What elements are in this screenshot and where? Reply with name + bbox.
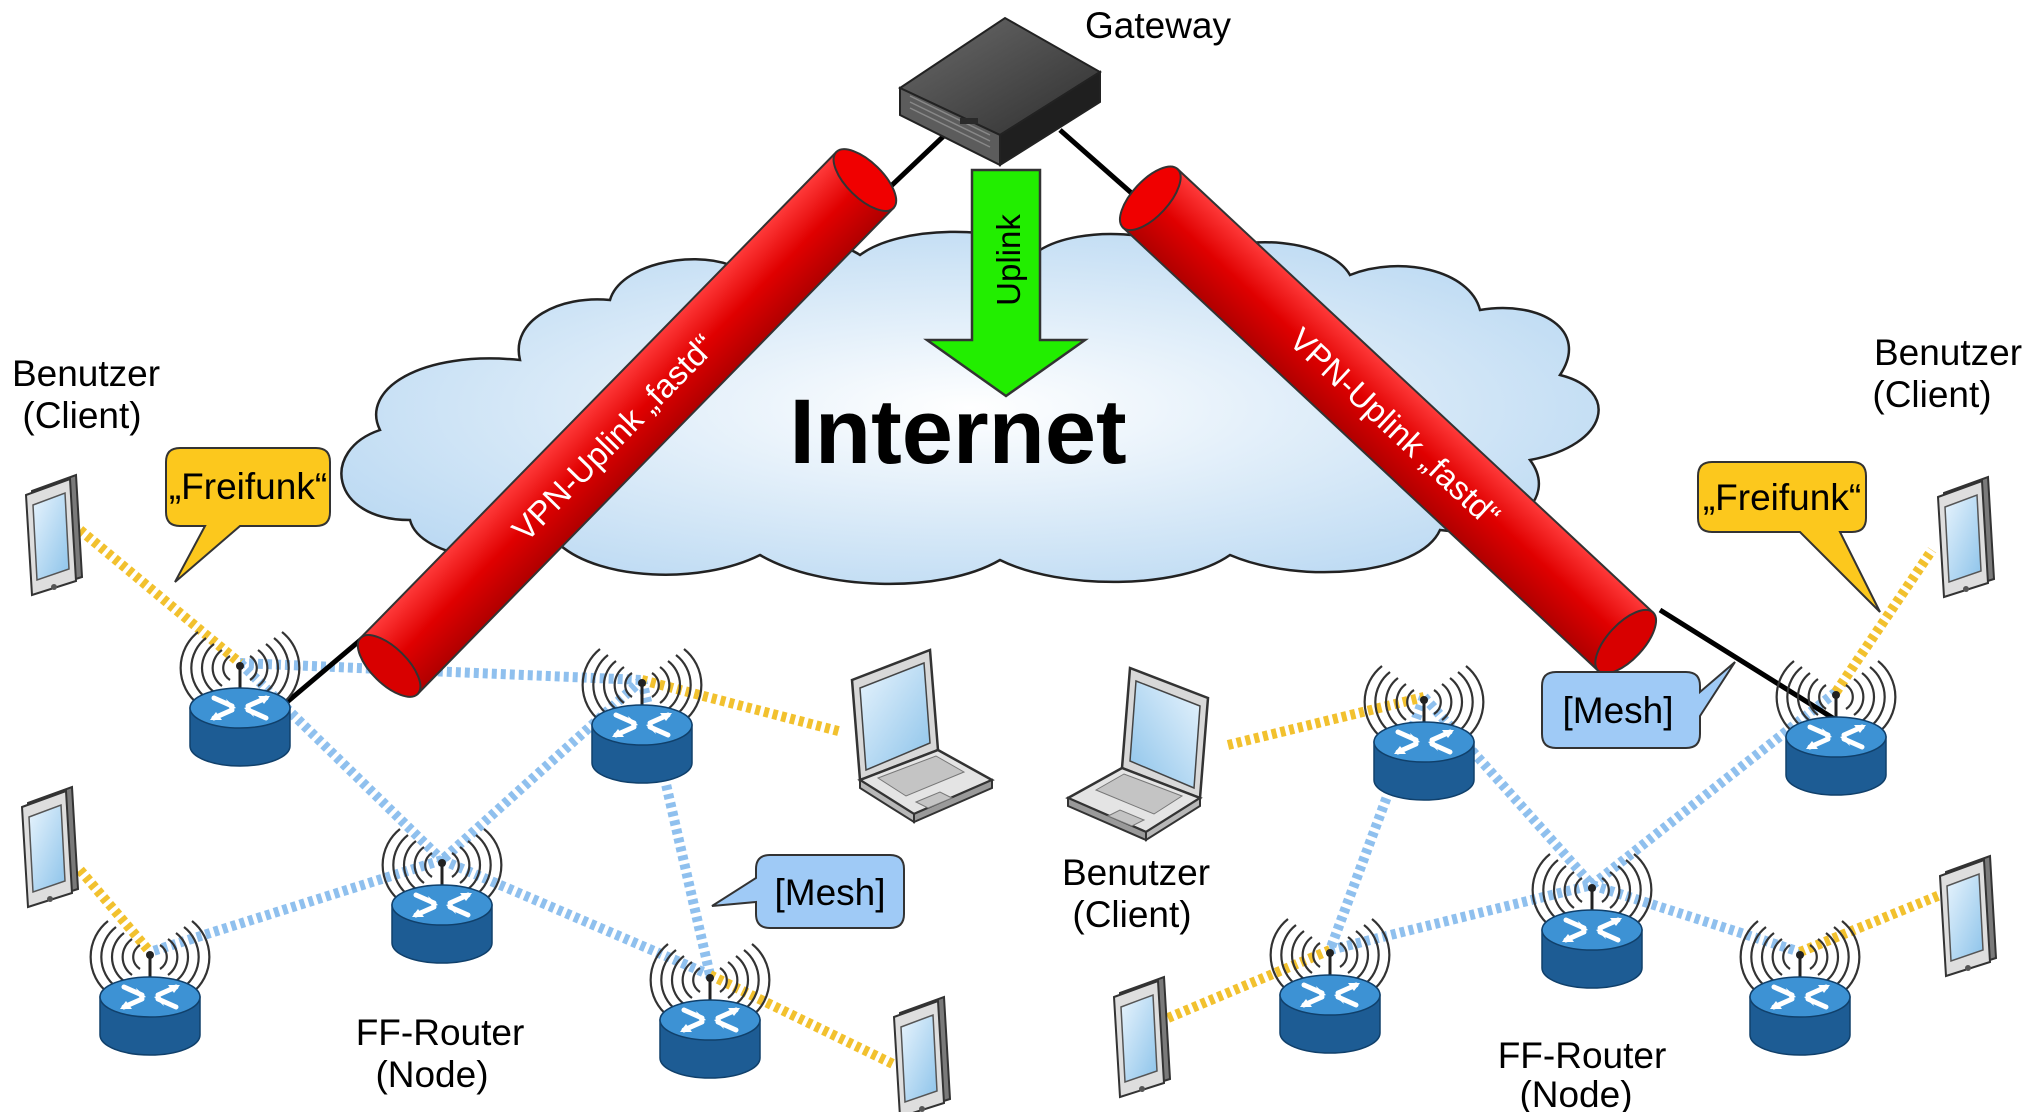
- router-left-label-1: FF-Router: [356, 1012, 525, 1053]
- laptop-icon: [1066, 666, 1210, 842]
- client-right-label-2: (Client): [1872, 374, 1991, 415]
- router-icon: [1271, 919, 1390, 1053]
- router-icon: [1533, 854, 1652, 988]
- tablet-icon: [1113, 976, 1171, 1098]
- mesh-bubble-right-text: [Mesh]: [1562, 690, 1673, 731]
- router-right-label-2: (Node): [1519, 1074, 1632, 1112]
- router-right-label-1: FF-Router: [1498, 1035, 1667, 1076]
- mesh-bubble-right: [Mesh]: [1541, 661, 1736, 749]
- client-left-label-1: Benutzer: [12, 353, 160, 394]
- tablet-icon: [21, 786, 79, 908]
- gateway-label: Gateway: [1085, 5, 1232, 46]
- router-icon: [1777, 661, 1896, 795]
- router-icon: [1365, 666, 1484, 800]
- freifunk-bubble-left: „Freifunk“: [165, 447, 331, 583]
- client-right-label-1: Benutzer: [1874, 332, 2022, 373]
- router-icon: [181, 632, 300, 766]
- tablet-icon: [25, 474, 83, 596]
- mesh-bubble-left: [Mesh]: [711, 854, 905, 929]
- client-left-label-2: (Client): [22, 395, 141, 436]
- freifunk-bubble-right: „Freifunk“: [1697, 461, 1881, 613]
- laptop-icon: [850, 648, 994, 824]
- mesh-bubble-left-text: [Mesh]: [774, 872, 885, 913]
- freifunk-bubble-right-text: „Freifunk“: [1703, 477, 1861, 518]
- internet-label: Internet: [789, 381, 1126, 483]
- router-icon: [383, 829, 502, 963]
- freifunk-bubble-left-text: „Freifunk“: [169, 466, 327, 507]
- tablet-icon: [1939, 855, 1997, 977]
- tablet-icon: [893, 996, 951, 1112]
- uplink-arrow: Uplink: [923, 168, 1089, 398]
- client-mid-label-2: (Client): [1072, 894, 1191, 935]
- gateway-server-icon: [897, 16, 1102, 167]
- uplink-label: Uplink: [990, 214, 1027, 306]
- tablet-icon: [1937, 476, 1995, 598]
- client-mid-label-1: Benutzer: [1062, 852, 1210, 893]
- router-icon: [583, 649, 702, 783]
- router-left-label-2: (Node): [375, 1054, 488, 1095]
